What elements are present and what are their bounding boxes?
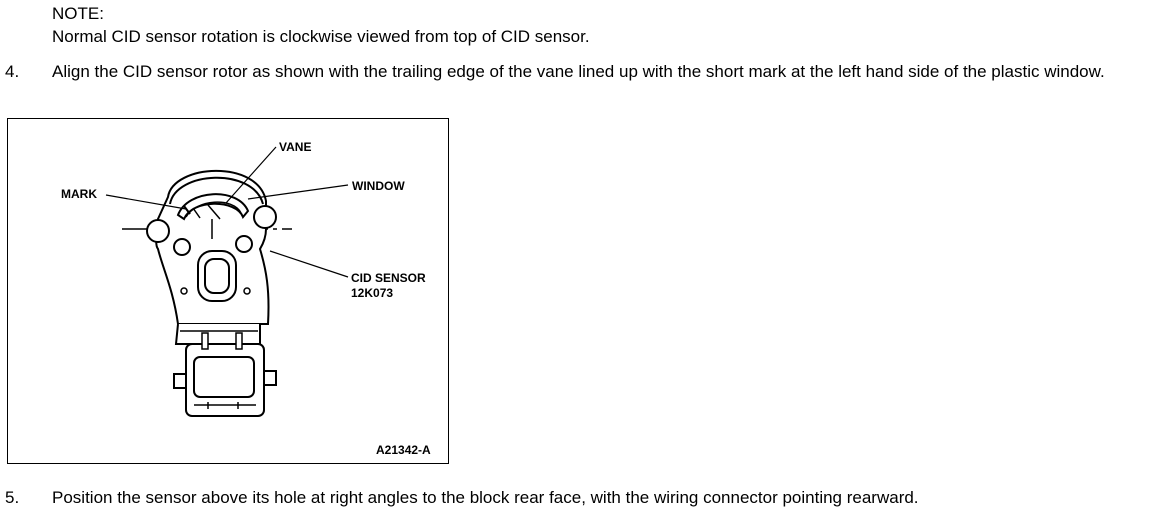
connector-face	[193, 356, 255, 398]
note-text: Normal CID sensor rotation is clockwise …	[52, 27, 590, 46]
vane-leader	[225, 146, 277, 204]
left-bolt-hole	[173, 238, 191, 256]
mark-label: MARK	[61, 187, 97, 201]
cid-sensor-illustration	[105, 146, 349, 417]
sensor-cap	[169, 176, 264, 205]
vane-blade	[207, 204, 221, 220]
cid-sensor-label: CID SENSOR	[351, 271, 426, 285]
figure-id: A21342-A	[376, 443, 431, 457]
window-leader	[247, 184, 349, 200]
step-4-text: Align the CID sensor rotor as shown with…	[52, 62, 1105, 81]
connector-latch-left	[173, 373, 187, 389]
left-mounting-hole	[146, 219, 170, 243]
step-5-number: 5.	[5, 488, 20, 507]
alignment-mark	[183, 205, 191, 215]
center-boss-inner	[204, 258, 230, 294]
lower-left-dot	[180, 287, 188, 295]
cid-sensor-leader	[269, 250, 349, 278]
sensor-neck	[174, 323, 261, 345]
right-mounting-hole	[253, 205, 277, 229]
vane-label: VANE	[279, 140, 312, 154]
lower-right-dot	[243, 287, 251, 295]
right-bolt-hole	[235, 235, 253, 253]
connector-pin-left	[201, 332, 209, 350]
mark-leader	[105, 194, 187, 210]
center-boss-outer	[197, 250, 237, 302]
window-label: WINDOW	[352, 179, 405, 193]
note-label: NOTE:	[52, 4, 104, 23]
connector-pin-right	[235, 332, 243, 350]
step-5-text: Position the sensor above its hole at ri…	[52, 488, 919, 507]
vane-trailing-edge	[192, 207, 201, 219]
step-4-number: 4.	[5, 62, 20, 81]
part-number-label: 12K073	[351, 286, 394, 300]
cid-sensor-figure: VANE MARK WINDOW CID SENSOR 12K073 A2134…	[7, 118, 449, 464]
connector-latch-right	[263, 370, 277, 386]
